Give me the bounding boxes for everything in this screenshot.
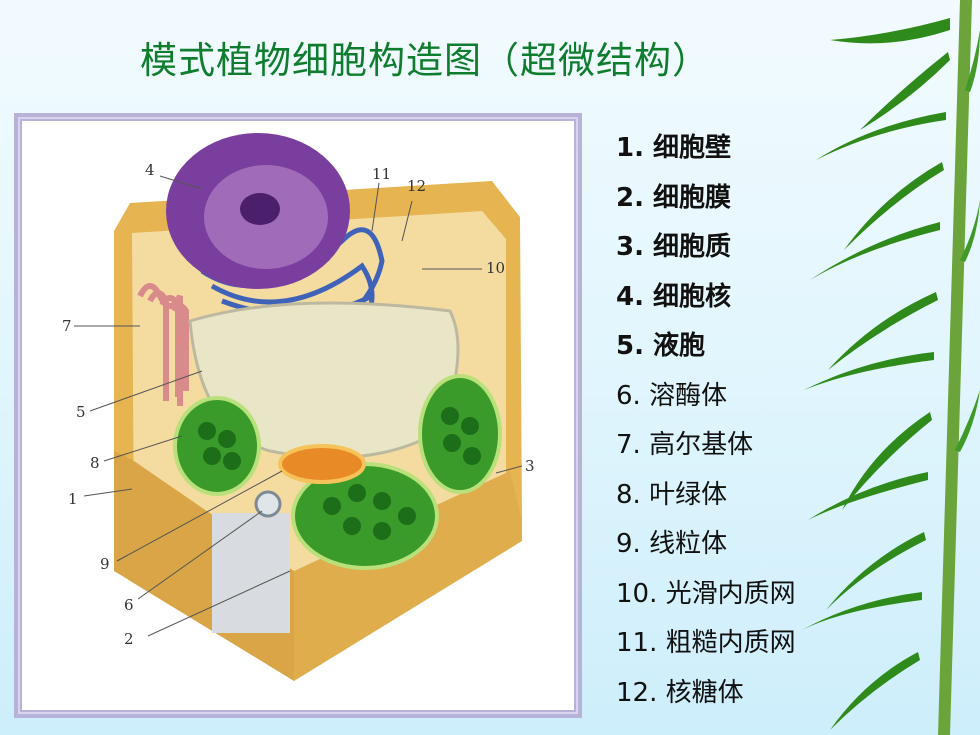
leader-lines [74,175,523,637]
legend-item: 11. 粗糙内质网 [616,628,796,658]
bamboo-decoration [802,0,980,735]
mitochondrion [278,444,366,484]
diagram-label: 3 [525,457,535,475]
legend-item: 2. 细胞膜 [616,182,732,213]
legend-item: 3. 细胞质 [616,232,732,262]
diagram-frame: 4 11 12 10 7 5 8 1 3 9 6 2 [14,113,582,718]
legend-item: 4. 细胞核 [616,281,732,312]
legend-item: 10. 光滑内质网 [616,578,796,609]
lysosome [254,490,282,518]
chloroplast-right [418,374,502,494]
cell-wall-front [294,471,522,681]
golgi-body [137,283,189,406]
legend-item: 5. 液胞 [616,331,706,361]
diagram-label: 11 [372,165,391,183]
nucleolus [240,193,280,225]
organelle-legend: 1. 细胞壁 2. 细胞膜 3. 细胞质 4. 细胞核 5. 液胞 6. 溶酶体… [616,124,856,718]
legend-item: 6. 溶酶体 [616,380,728,411]
legend-item: 9. 线粒体 [616,529,728,559]
diagram-label: 8 [90,454,100,472]
page-title: 模式植物细胞构造图（超微结构） [140,39,710,82]
legend-item: 12. 核糖体 [616,677,744,708]
plant-cell-diagram: 4 11 12 10 7 5 8 1 3 9 6 2 [62,133,535,681]
diagram-label: 9 [100,555,110,573]
legend-item: 1. 细胞壁 [616,133,732,163]
diagram-label: 4 [145,161,155,179]
legend-item: 8. 叶绿体 [616,479,728,510]
cell-membrane-cutaway [212,513,290,633]
legend-item: 7. 高尔基体 [616,430,754,460]
diagram-label: 2 [124,630,134,648]
diagram-label: 5 [76,403,86,421]
diagram-label: 6 [124,596,134,614]
diagram-label: 7 [62,317,72,335]
diagram-label: 1 [68,490,78,508]
chloroplast-left [173,396,261,496]
diagram-label: 12 [407,177,426,195]
diagram-label: 10 [486,259,505,277]
